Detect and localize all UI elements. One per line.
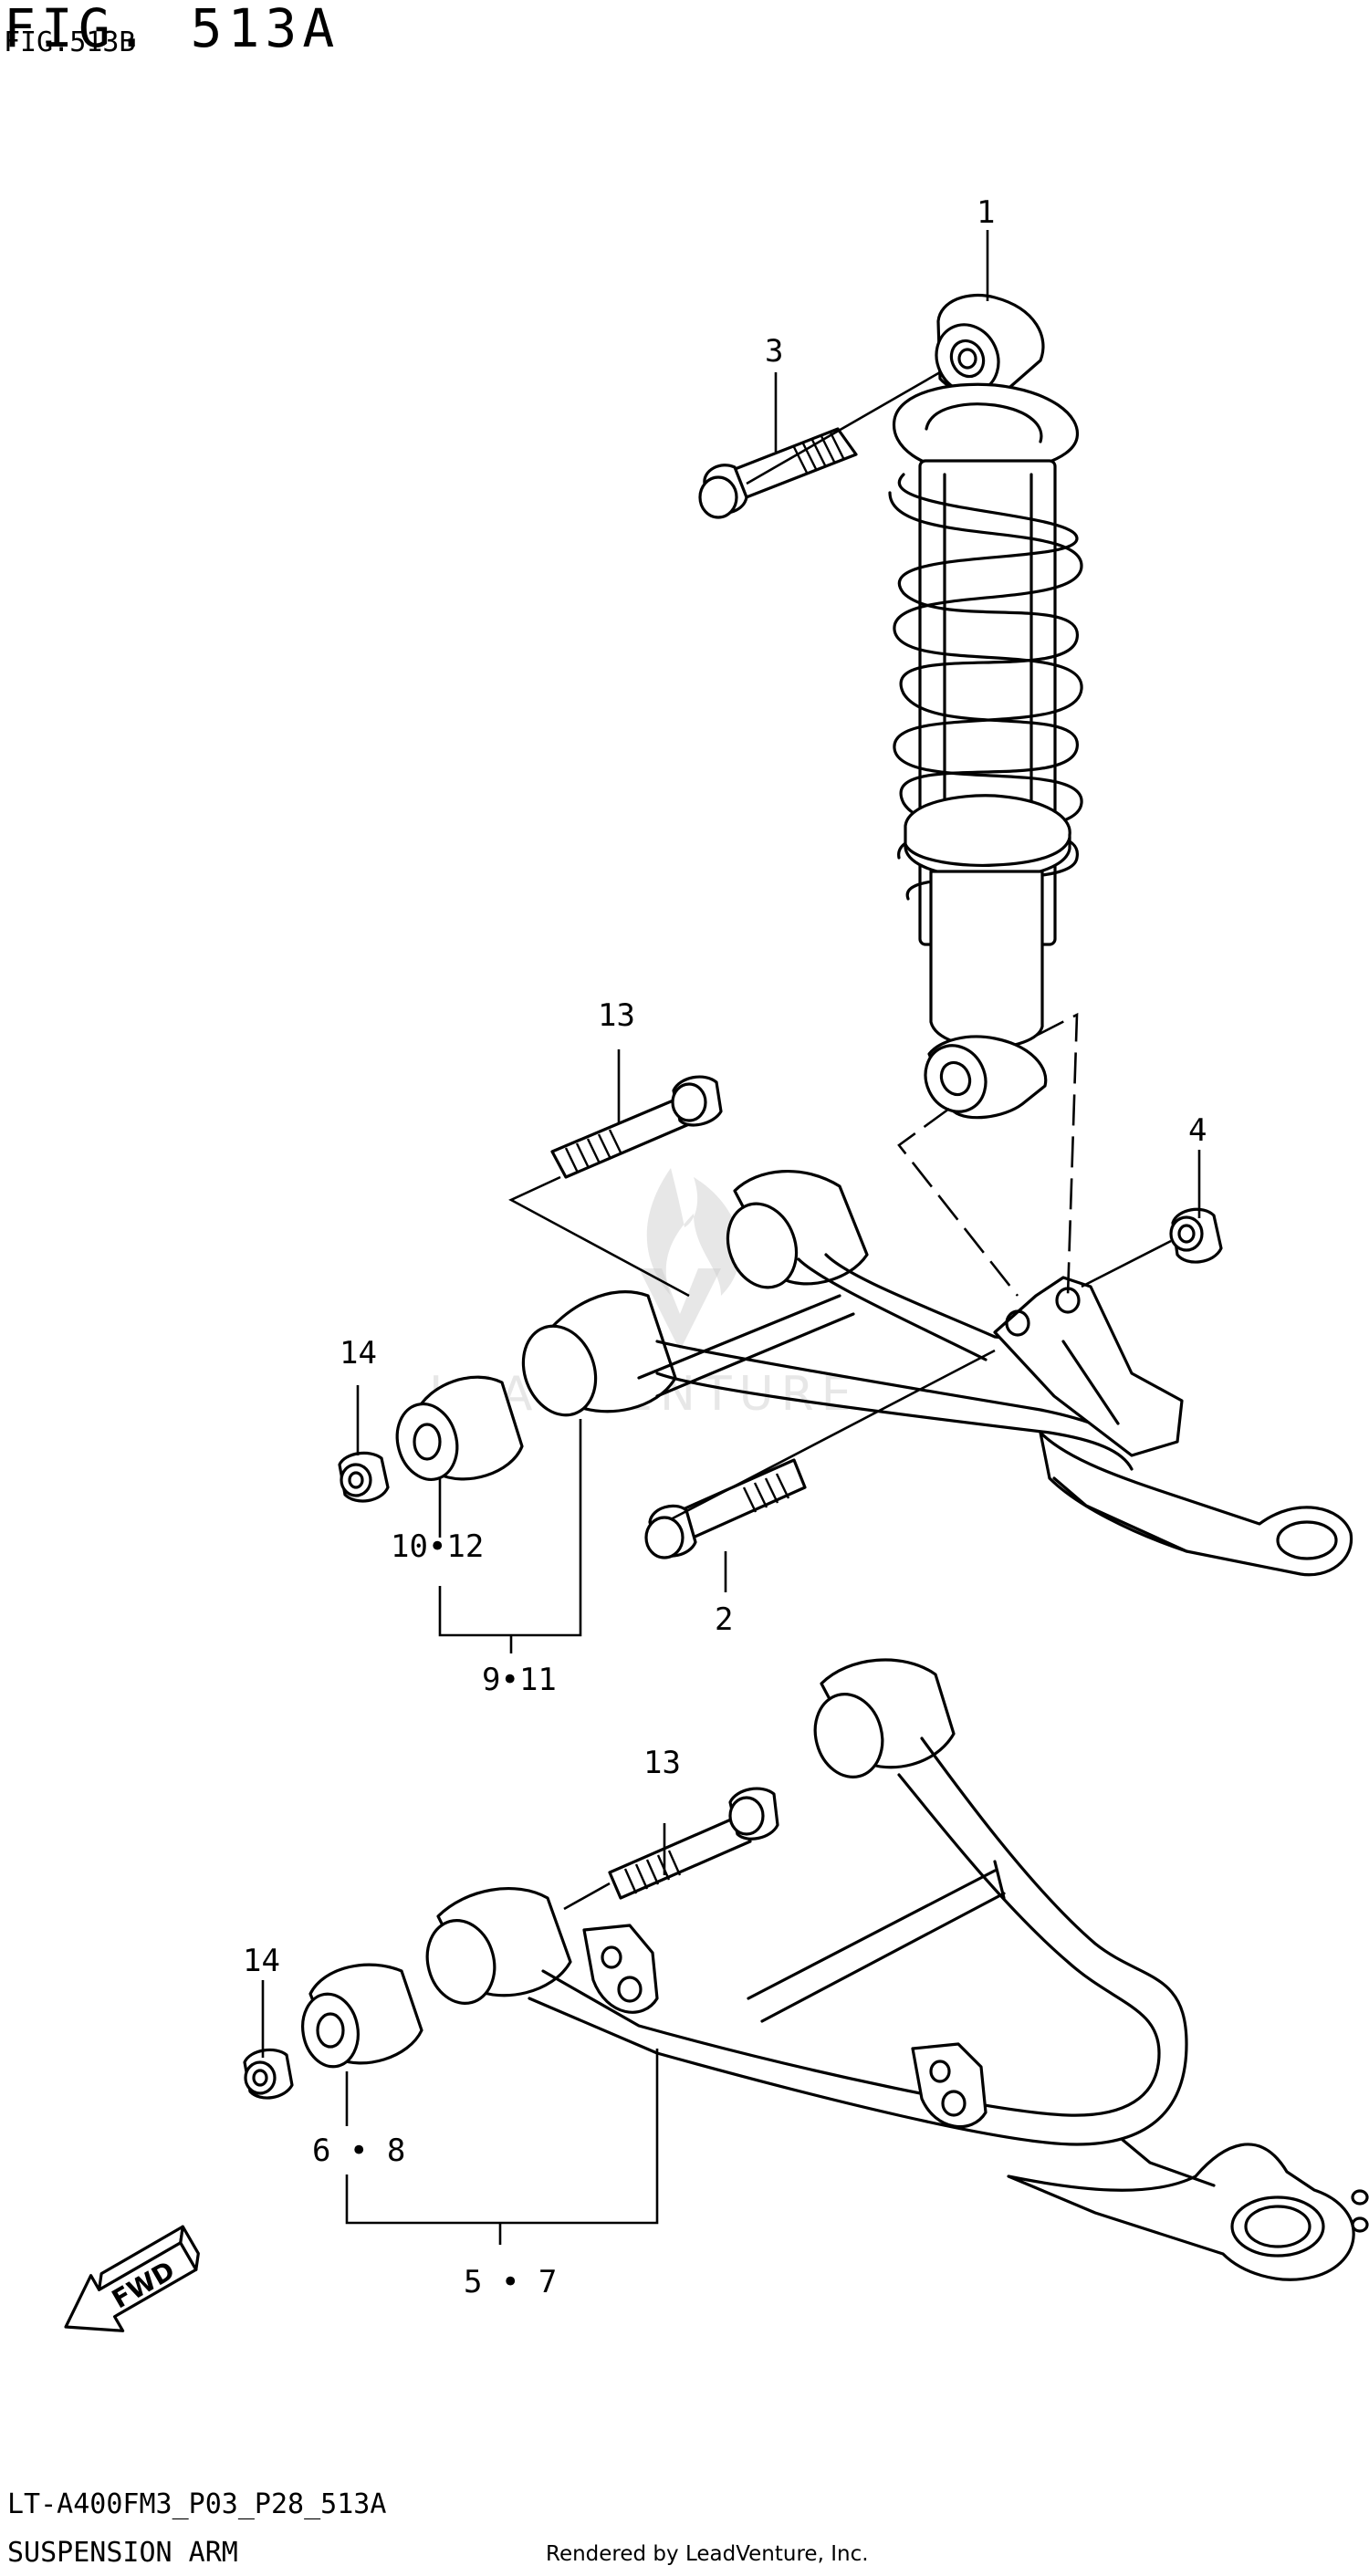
callout-6-8: 6 • 8 (312, 2133, 405, 2169)
callout-13-upper: 13 (598, 997, 635, 1034)
leadventure-watermark-logo (639, 1168, 741, 1351)
bolt-part-13-upper (550, 1075, 723, 1179)
callout-1: 1 (977, 194, 995, 231)
callout-4: 4 (1188, 1112, 1207, 1149)
bushing-part-6-8 (301, 1963, 423, 2069)
callout-9-11: 9•11 (482, 1662, 557, 1698)
lower-suspension-arm-part-5-7 (425, 1658, 1369, 2281)
callout-3: 3 (765, 333, 783, 370)
callout-2: 2 (715, 1601, 733, 1638)
bushing-part-10-12 (395, 1375, 524, 1482)
callout-13-lower: 13 (643, 1745, 681, 1781)
bolt-part-2 (644, 1458, 807, 1559)
nut-part-14-lower (243, 2048, 294, 2100)
section-name: SUSPENSION ARM (7, 2537, 238, 2569)
forward-direction-arrow: FWD (64, 2225, 200, 2332)
callout-14-lower: 14 (243, 1943, 280, 1979)
figure-subtitle: FIG.513B (4, 26, 136, 58)
callout-10-12: 10•12 (391, 1528, 484, 1565)
callout-labels: 1 3 4 13 14 10•12 2 9•11 13 14 6 • 8 5 •… (243, 194, 1207, 2300)
nut-part-14-upper (338, 1451, 390, 1503)
model-code: LT-A400FM3_P03_P28_513A (7, 2488, 387, 2520)
figure-title: FIG. 513A (4, 0, 340, 59)
upper-suspension-arm-part-9-11 (521, 1170, 1353, 1577)
shock-absorber-part-1 (888, 293, 1083, 1120)
nut-part-4 (1169, 1207, 1223, 1264)
rendered-by-credit: Rendered by LeadVenture, Inc. (546, 2542, 869, 2566)
bolt-part-13-lower (608, 1787, 779, 1900)
bolt-part-3 (698, 427, 858, 519)
leader-lines (261, 230, 1201, 2245)
callout-14-upper: 14 (340, 1335, 377, 1371)
callout-5-7: 5 • 7 (464, 2264, 557, 2300)
